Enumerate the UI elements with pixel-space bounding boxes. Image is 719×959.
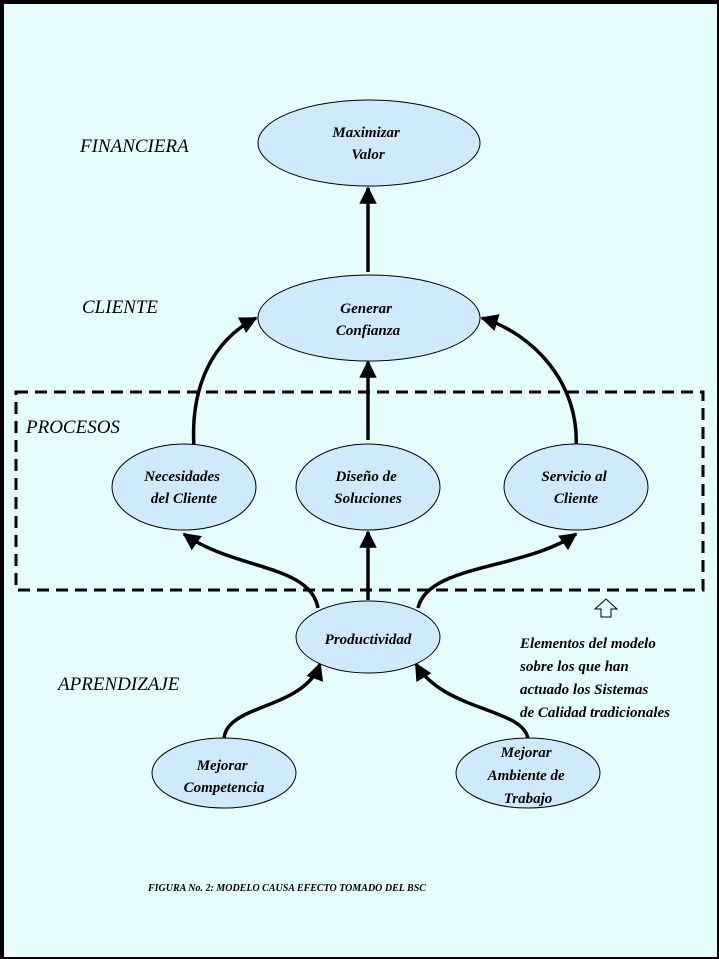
node-ambiente-text: Mejorar Ambiente de Trabajo xyxy=(487,745,569,807)
node-diseno-line-2: Soluciones xyxy=(334,491,402,507)
node-necesidades-line-1: Necesidades xyxy=(143,469,220,485)
arrow-productividad-to-servicio xyxy=(416,532,578,609)
node-mejorar-competencia xyxy=(151,737,297,809)
arrow-competencia-to-productividad xyxy=(222,662,324,741)
arrow-servicio-to-generar xyxy=(480,314,578,449)
node-maximizar-valor xyxy=(257,99,481,187)
node-maximizar-line-2: Valor xyxy=(351,147,385,163)
node-servicio-line-2: Cliente xyxy=(554,491,599,507)
node-maximizar-line-1: Maximizar xyxy=(331,125,400,141)
side-note-line-4: de Calidad tradicionales xyxy=(520,705,670,721)
side-note-line-3: actuado los Sistemas xyxy=(520,682,649,698)
node-productividad-text: Productividad xyxy=(325,632,412,648)
level-label-procesos: PROCESOS xyxy=(25,417,120,438)
node-competencia-text: Mejorar Competencia xyxy=(184,758,265,796)
node-productividad xyxy=(295,600,441,674)
node-generar-line-1: Generar xyxy=(340,301,392,317)
node-generar-text: Generar Confianza xyxy=(336,301,401,339)
cause-effect-diagram: FINANCIERA CLIENTE PROCESOS APRENDIZAJE … xyxy=(14,99,705,894)
node-diseno-line-1: Diseño de xyxy=(335,469,398,485)
node-necesidades-cliente xyxy=(111,443,257,531)
arrow-productividad-to-necesidades xyxy=(182,532,320,609)
node-competencia-line-1: Mejorar xyxy=(196,758,248,774)
node-servicio-line-1: Servicio al xyxy=(541,469,607,485)
side-note-line-2: sobre los que han xyxy=(519,659,629,675)
node-diseno-soluciones xyxy=(295,443,441,531)
node-ambiente-line-1: Mejorar xyxy=(500,745,552,761)
figure-caption: FIGURA No. 2: MODELO CAUSA EFECTO TOMADO… xyxy=(147,883,426,894)
node-ambiente-line-2: Ambiente de xyxy=(487,768,565,784)
arrow-necesidades-to-generar xyxy=(191,316,258,449)
node-productividad-line-1: Productividad xyxy=(325,632,412,648)
processes-dashed-box xyxy=(14,390,705,592)
node-servicio-cliente xyxy=(503,443,649,531)
side-note-line-1: Elementos del modelo xyxy=(519,636,656,652)
level-label-financiera: FINANCIERA xyxy=(79,136,189,157)
level-label-aprendizaje: APRENDIZAJE xyxy=(56,674,180,695)
hollow-up-arrow-icon xyxy=(593,598,619,618)
level-label-cliente: CLIENTE xyxy=(82,297,158,318)
node-servicio-text: Servicio al Cliente xyxy=(541,469,610,507)
node-generar-confianza xyxy=(257,274,481,362)
node-necesidades-text: Necesidades del Cliente xyxy=(143,469,224,507)
side-note: Elementos del modelo sobre los que han a… xyxy=(519,636,670,721)
arrow-ambiente-to-productividad xyxy=(414,662,530,741)
node-maximizar-text: Maximizar Valor xyxy=(331,125,403,163)
node-competencia-line-2: Competencia xyxy=(184,780,265,796)
node-generar-line-2: Confianza xyxy=(336,323,401,339)
node-ambiente-line-3: Trabajo xyxy=(504,791,553,807)
node-mejorar-ambiente xyxy=(455,737,601,809)
node-diseno-text: Diseño de Soluciones xyxy=(334,469,402,507)
node-necesidades-line-2: del Cliente xyxy=(151,491,218,507)
